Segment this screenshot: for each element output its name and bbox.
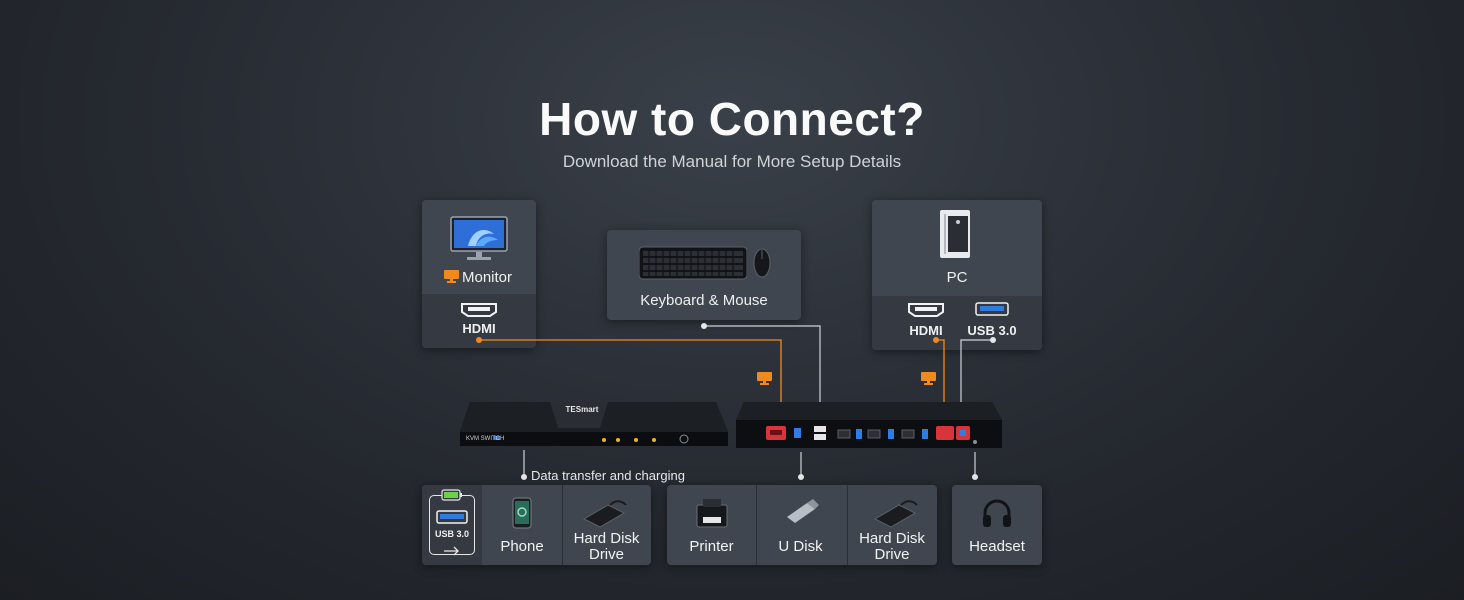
monitor-marker-icon [921, 372, 936, 385]
divider [562, 485, 563, 565]
pc-label: PC [946, 269, 968, 286]
kvm-brand: TESmart [565, 405, 599, 414]
keyboard-icon [639, 246, 747, 280]
usb-port-icon [436, 510, 468, 524]
data-transfer-annotation: Data transfer and charging [531, 468, 685, 483]
phone-icon [512, 497, 532, 529]
kvm-badge: KVM SWITCH [466, 436, 505, 442]
mouse-icon [753, 248, 771, 278]
pc-card: PC HDMI USB 3.0 [872, 200, 1042, 350]
battery-icon [441, 489, 462, 501]
monitor-label: Monitor [462, 269, 513, 286]
keyboard-mouse-label: Keyboard & Mouse [640, 292, 768, 309]
printer-label: Printer [689, 538, 734, 555]
headset-icon [983, 499, 1011, 527]
divider [756, 485, 757, 565]
hdmi-port-icon [908, 303, 944, 317]
kvm-front-device: TESmart KVM SWITCH [458, 398, 730, 452]
pc-tower-icon [940, 210, 970, 258]
usb-chip-label: USB 3.0 [434, 529, 469, 539]
hard-disk-icon [873, 500, 918, 528]
pc-usb-label: USB 3.0 [967, 323, 1017, 338]
page-title: How to Connect? [539, 93, 925, 145]
monitor-port-area: HDMI [422, 294, 536, 348]
page-subtitle: Download the Manual for More Setup Detai… [562, 152, 902, 171]
monitor-card: Monitor HDMI [422, 200, 536, 348]
monitor-marker-icon [757, 372, 772, 385]
keyboard-mouse-card: Keyboard & Mouse [607, 230, 801, 320]
usb-chip-area: USB 3.0 [422, 485, 482, 565]
usb-port-icon [975, 302, 1009, 316]
headset-label: Headset [969, 538, 1025, 555]
phone-label: Phone [500, 538, 544, 555]
hdmi-port-icon [461, 303, 497, 317]
printer-icon [696, 499, 728, 528]
u-disk-label: U Disk [778, 538, 823, 555]
monitor-hdmi-label: HDMI [462, 321, 496, 336]
kvm-back-device [734, 398, 1004, 454]
monitor-icon [450, 216, 508, 260]
usb-drive-icon [787, 499, 819, 523]
audio-group: Headset [952, 485, 1042, 565]
hard-disk-icon [582, 500, 627, 528]
transfer-arrows-icon [444, 546, 459, 556]
pc-hdmi-label: HDMI [909, 323, 943, 338]
monitor-small-icon [444, 270, 459, 283]
pc-port-area: HDMI USB 3.0 [872, 296, 1042, 350]
divider [847, 485, 848, 565]
